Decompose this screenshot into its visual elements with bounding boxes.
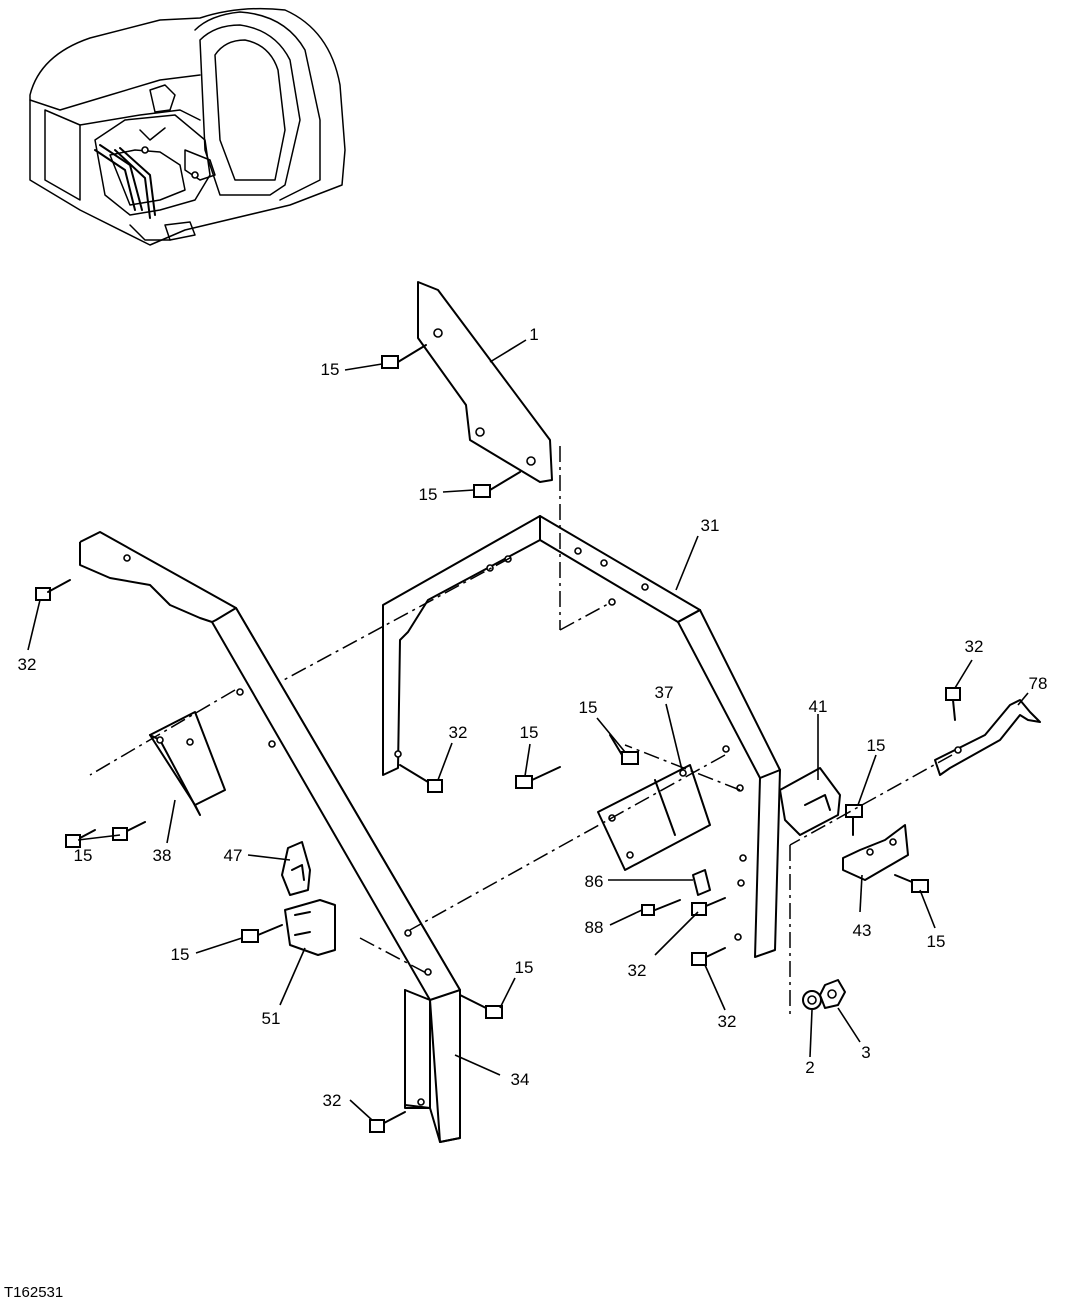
callout-15: 15 bbox=[927, 932, 946, 951]
callout-32: 32 bbox=[18, 655, 37, 674]
callout-1: 1 bbox=[529, 325, 538, 344]
bolt-32-bottom bbox=[369, 1111, 406, 1133]
callout-32: 32 bbox=[628, 961, 647, 980]
callout-86: 86 bbox=[585, 872, 604, 891]
part-47-latch bbox=[281, 841, 311, 896]
callout-32: 32 bbox=[323, 1091, 342, 1110]
callout-41: 41 bbox=[809, 697, 828, 716]
bolt-15-left2 bbox=[112, 821, 146, 841]
callout-51: 51 bbox=[262, 1009, 281, 1028]
callout-32: 32 bbox=[449, 723, 468, 742]
part-38-bracket bbox=[149, 711, 226, 816]
part-43-bracket bbox=[842, 824, 909, 881]
bolt-15-lower bbox=[241, 924, 283, 943]
assembly-centerlines bbox=[89, 446, 953, 1015]
callout-3: 3 bbox=[861, 1043, 870, 1062]
callout-43: 43 bbox=[853, 921, 872, 940]
callout-47: 47 bbox=[224, 846, 243, 865]
part-31-upper-frame bbox=[382, 515, 781, 958]
part-86-clip bbox=[692, 869, 711, 896]
bolt-32-lowerc bbox=[691, 897, 726, 916]
part-2-washer bbox=[802, 990, 822, 1010]
callout-15: 15 bbox=[867, 736, 886, 755]
callout-15: 15 bbox=[419, 485, 438, 504]
bolt-32-right bbox=[945, 687, 961, 721]
bolt-32-lowerr bbox=[691, 947, 726, 966]
callout-15: 15 bbox=[520, 723, 539, 742]
bolt-88 bbox=[641, 899, 681, 916]
bolt-15-right bbox=[845, 804, 863, 836]
machine-locator-inset bbox=[29, 7, 346, 246]
bolt-15-top2 bbox=[473, 471, 521, 498]
bolts bbox=[35, 344, 961, 1133]
callout-15: 15 bbox=[579, 698, 598, 717]
part-34-left-frame bbox=[79, 531, 461, 1143]
part-41-bracket bbox=[779, 767, 841, 836]
part-51-striker bbox=[284, 899, 336, 956]
figure-id: T162531 bbox=[4, 1284, 63, 1300]
callout-37: 37 bbox=[655, 683, 674, 702]
part-3-nut bbox=[819, 979, 846, 1009]
bolt-15-center bbox=[515, 766, 561, 789]
callout-34: 34 bbox=[511, 1070, 530, 1089]
part-78-support bbox=[934, 699, 1041, 776]
callout-15: 15 bbox=[74, 846, 93, 865]
bolt-32-left bbox=[35, 579, 71, 601]
callout-31: 31 bbox=[701, 516, 720, 535]
callout-15: 15 bbox=[515, 958, 534, 977]
callout-15: 15 bbox=[321, 360, 340, 379]
callout-88: 88 bbox=[585, 918, 604, 937]
bolt-32-center bbox=[399, 764, 443, 793]
part-1-panel bbox=[417, 281, 553, 483]
callout-38: 38 bbox=[153, 846, 172, 865]
callout-2: 2 bbox=[805, 1058, 814, 1077]
callout-labels: 1 15 15 31 32 32 15 15 37 41 32 78 15 15… bbox=[18, 325, 1048, 1110]
bolt-15-right2 bbox=[894, 874, 929, 893]
bolt-15-center2 bbox=[609, 734, 639, 765]
callout-78: 78 bbox=[1029, 674, 1048, 693]
callout-32: 32 bbox=[718, 1012, 737, 1031]
callout-15: 15 bbox=[171, 945, 190, 964]
part-37-plate bbox=[597, 764, 711, 871]
bolt-15-bottom bbox=[459, 994, 503, 1019]
callout-32: 32 bbox=[965, 637, 984, 656]
leader-lines bbox=[27, 339, 1029, 1121]
bolt-15-top1 bbox=[381, 344, 427, 369]
